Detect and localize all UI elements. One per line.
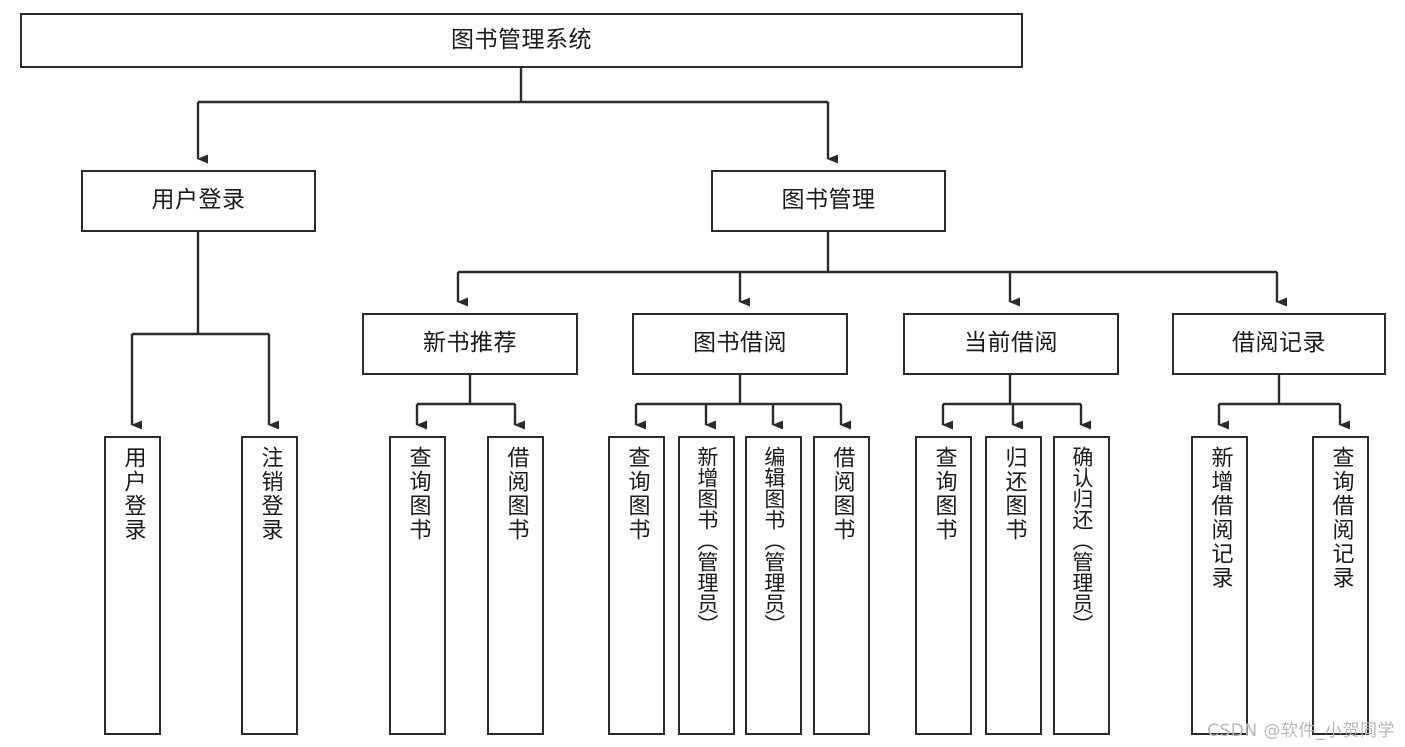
node-book-manage[interactable]: 图书管理 xyxy=(711,170,946,232)
node-borrow-record[interactable]: 借阅记录 xyxy=(1172,313,1386,375)
node-leaf-add-borrow-record-label: 新增借阅记录 xyxy=(1207,446,1233,590)
node-root[interactable]: 图书管理系统 xyxy=(20,13,1023,68)
node-leaf-user-login-label: 用户登录 xyxy=(120,446,146,542)
node-user-login[interactable]: 用户登录 xyxy=(81,170,316,232)
node-root-label: 图书管理系统 xyxy=(451,26,592,53)
node-borrow-record-label: 借阅记录 xyxy=(1232,330,1326,357)
node-leaf-query-book-current[interactable]: 查询图书 xyxy=(915,436,972,735)
node-leaf-confirm-return-admin-label: 确认归还（管理员） xyxy=(1069,446,1094,635)
node-book-borrow-label: 图书借阅 xyxy=(693,330,787,357)
node-leaf-return-book[interactable]: 归还图书 xyxy=(985,436,1042,735)
node-book-manage-label: 图书管理 xyxy=(781,187,876,214)
node-leaf-edit-book-admin[interactable]: 编辑图书（管理员） xyxy=(745,436,802,735)
node-new-book-rec-label: 新书推荐 xyxy=(423,330,517,357)
node-book-borrow[interactable]: 图书借阅 xyxy=(632,313,848,375)
node-leaf-user-logout-label: 注销登录 xyxy=(257,446,283,542)
node-current-borrow-label: 当前借阅 xyxy=(964,330,1058,357)
node-leaf-query-book-rec[interactable]: 查询图书 xyxy=(389,436,446,735)
node-current-borrow[interactable]: 当前借阅 xyxy=(903,313,1119,375)
node-leaf-borrow-book-label: 借阅图书 xyxy=(829,446,855,542)
node-new-book-rec[interactable]: 新书推荐 xyxy=(362,313,578,375)
node-leaf-query-borrow-record-label: 查询借阅记录 xyxy=(1328,446,1354,590)
node-leaf-borrow-book-rec[interactable]: 借阅图书 xyxy=(487,436,544,735)
node-leaf-borrow-book[interactable]: 借阅图书 xyxy=(813,436,870,735)
node-leaf-query-book-borrow-label: 查询图书 xyxy=(624,446,650,542)
node-leaf-borrow-book-rec-label: 借阅图书 xyxy=(503,446,529,542)
node-leaf-add-book-admin-label: 新增图书（管理员） xyxy=(694,446,719,635)
node-leaf-user-login[interactable]: 用户登录 xyxy=(104,436,161,735)
node-leaf-confirm-return-admin[interactable]: 确认归还（管理员） xyxy=(1053,436,1110,735)
node-leaf-query-book-rec-label: 查询图书 xyxy=(405,446,431,542)
node-user-login-label: 用户登录 xyxy=(151,187,246,214)
node-leaf-add-book-admin[interactable]: 新增图书（管理员） xyxy=(678,436,735,735)
node-leaf-query-borrow-record[interactable]: 查询借阅记录 xyxy=(1312,436,1369,735)
node-leaf-edit-book-admin-label: 编辑图书（管理员） xyxy=(761,446,786,635)
node-leaf-query-book-current-label: 查询图书 xyxy=(931,446,957,542)
node-leaf-return-book-label: 归还图书 xyxy=(1001,446,1027,542)
node-leaf-query-book-borrow[interactable]: 查询图书 xyxy=(608,436,665,735)
node-leaf-user-logout[interactable]: 注销登录 xyxy=(241,436,298,735)
node-leaf-add-borrow-record[interactable]: 新增借阅记录 xyxy=(1191,436,1248,735)
